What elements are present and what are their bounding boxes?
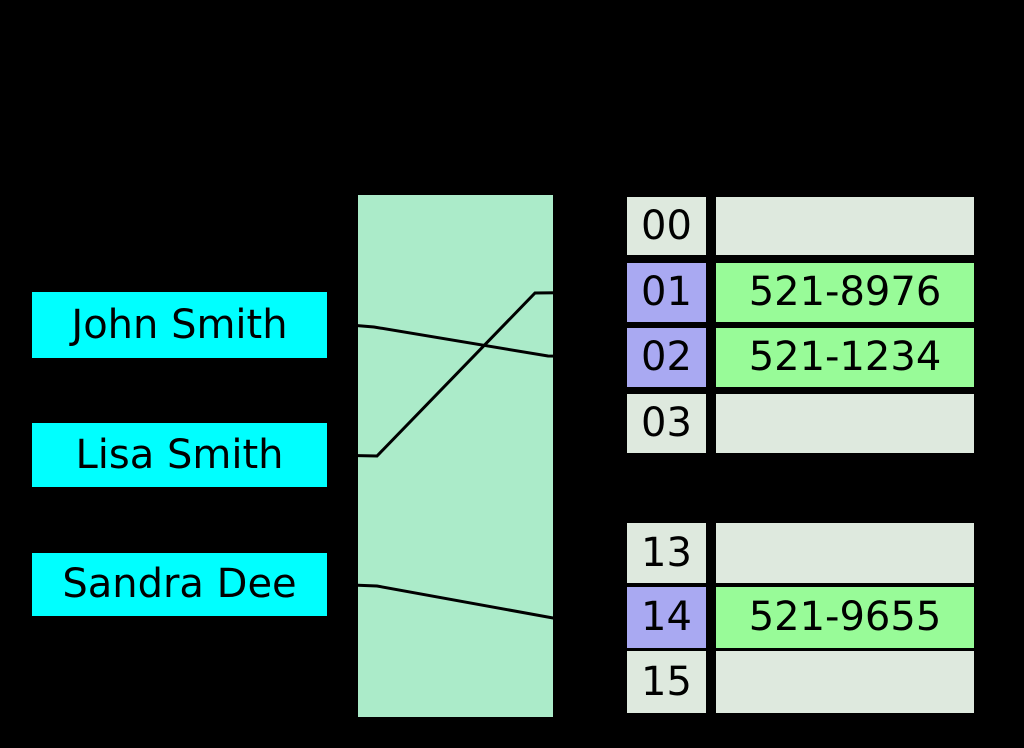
bucket-value-15 xyxy=(716,651,974,713)
bucket-index-03: 03 xyxy=(627,394,706,453)
bucket-value-03 xyxy=(716,394,974,453)
key-box-john-smith: John Smith xyxy=(32,292,327,358)
bucket-index-01: 01 xyxy=(627,263,706,322)
bucket-value-13 xyxy=(716,523,974,583)
bucket-index-00: 00 xyxy=(627,197,706,255)
bucket-value-14: 521-9655 xyxy=(716,587,974,648)
bucket-value-00 xyxy=(716,197,974,255)
bucket-value-02: 521-1234 xyxy=(716,328,974,387)
hash-function-box xyxy=(358,195,553,717)
bucket-index-02: 02 xyxy=(627,328,706,387)
bucket-value-01: 521-8976 xyxy=(716,263,974,322)
key-label: John Smith xyxy=(71,302,288,348)
key-box-lisa-smith: Lisa Smith xyxy=(32,423,327,487)
bucket-index-15: 15 xyxy=(627,651,706,713)
bucket-index-13: 13 xyxy=(627,523,706,583)
key-label: Lisa Smith xyxy=(75,432,284,478)
key-label: Sandra Dee xyxy=(62,561,297,607)
bucket-index-14: 14 xyxy=(627,587,706,648)
key-box-sandra-dee: Sandra Dee xyxy=(32,553,327,616)
